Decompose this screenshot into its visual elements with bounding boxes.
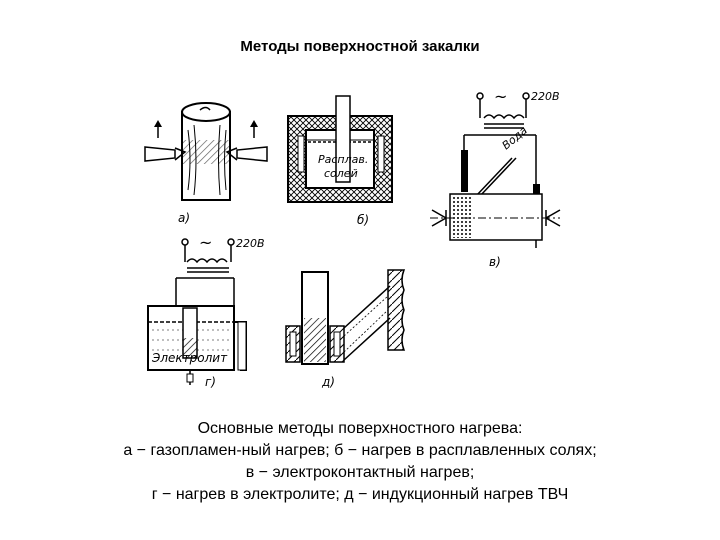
bus-bars [343,285,391,361]
voltage-v: 220В [531,90,560,103]
cylinder-top [181,102,231,122]
tilde-v: ~ [494,87,507,106]
right-flame [225,147,238,161]
caption: Основные методы поверхностного нагрева: … [40,418,680,506]
salt-text-2: солей [324,167,358,180]
label-d: д) [321,375,335,389]
generator-plate [387,269,406,351]
immersed-rod [335,95,351,183]
diagram-b-salt-bath: Расплав. солей б) [287,95,393,227]
terminal-v-right [522,92,530,100]
label-b: б) [357,213,369,227]
label-v: в) [489,255,501,269]
diagram-d-induction: д) [285,269,406,389]
transformer-g [186,258,228,264]
transformer-v [483,114,525,120]
left-torch [144,146,176,162]
caption-line-3: в − электроконтактный нагрев; [245,464,475,481]
salt-text-1: Расплав. [318,153,368,166]
caption-line-2: а − газопламен-ный нагрев; б − нагрев в … [123,442,597,459]
slide-title: Методы поверхностной закалки [240,38,480,55]
label-a: а) [178,211,190,225]
diagram-g-electrolyte: ~ 220В Электролит г) [147,233,265,389]
caption-line-1: Основные методы поверхностного нагрева: [197,420,523,437]
caption-line-4: г − нагрев в электролите; д − индукционн… [151,486,569,503]
electrolyte-label: Электролит [151,351,228,365]
label-g: г) [205,375,216,389]
terminal-v-left [476,92,484,100]
voltage-g: 220В [236,237,265,250]
diagram-a-flame-heating: а) [144,102,268,225]
roller-electrode [461,150,468,192]
tilde-g: ~ [199,233,212,252]
right-torch [236,146,268,162]
diagram-v-electrocontact: ~ 220В Вода в) [430,87,561,269]
left-flame [174,147,187,161]
contact-block [533,184,540,194]
terminal-g-left [181,238,189,246]
heated-zone [182,140,230,164]
water-pipe [475,157,513,197]
terminal-g-right [227,238,235,246]
